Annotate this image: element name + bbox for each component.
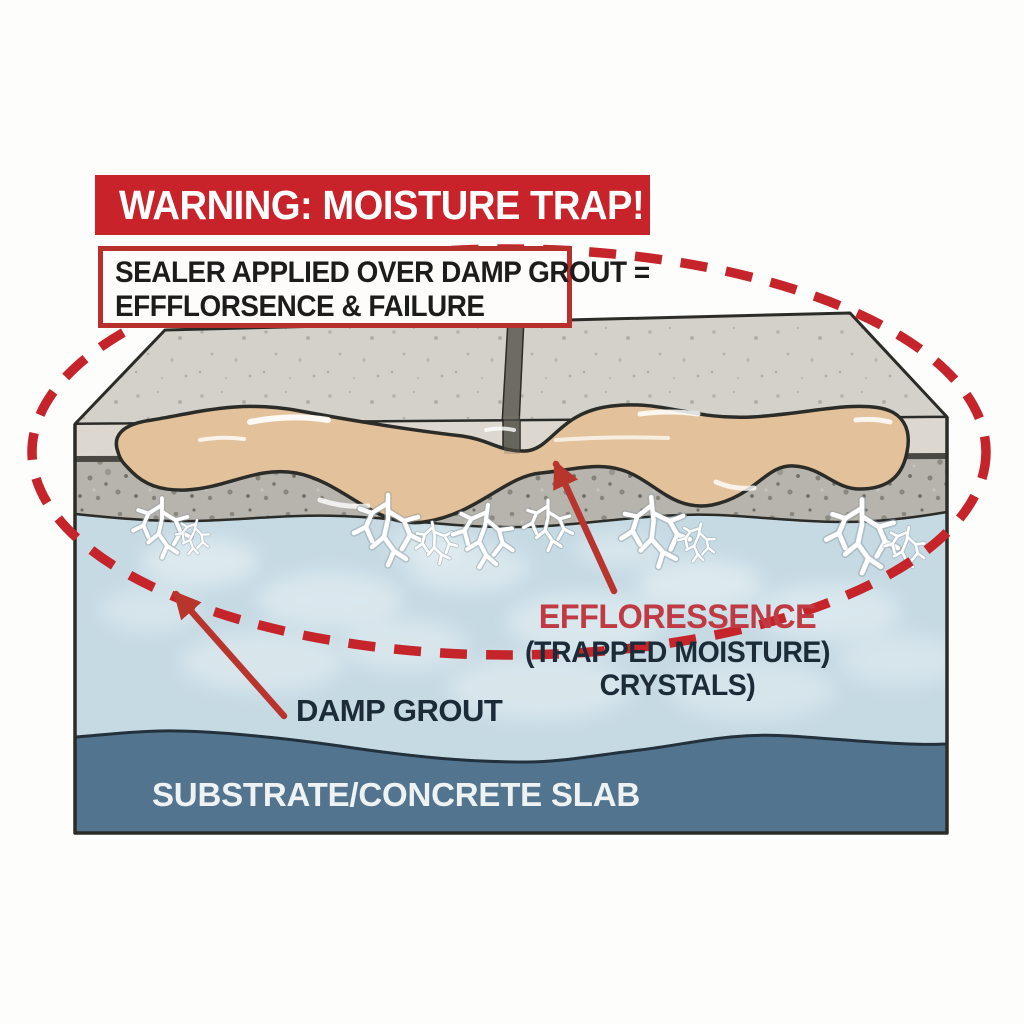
- warning-banner: WARNING: MOISTURE TRAP!: [95, 175, 650, 235]
- moisture-vapor-clouds: [100, 529, 947, 720]
- warning-note-box: SEALER APPLIED OVER DAMP GROUT = EFFFLOR…: [98, 246, 650, 328]
- warning-note-line1: SEALER APPLIED OVER DAMP GROUT =: [115, 256, 650, 289]
- efflorescence-label-line2: (TRAPPED MOISTURE): [525, 636, 830, 669]
- warning-banner-text: WARNING: MOISTURE TRAP!: [119, 181, 645, 228]
- substrate-label-text: SUBSTRATE/CONCRETE SLAB: [152, 776, 640, 813]
- damp-grout-label-text: DAMP GROUT: [296, 693, 503, 728]
- joint-shadow-through-sealer: [504, 416, 520, 454]
- sealer-coat: [114, 403, 910, 525]
- efflorescence-label-title: EFFLORESSENCE: [538, 598, 817, 636]
- damp-grout-arrow: [172, 590, 288, 720]
- slab-outline: [73, 417, 949, 835]
- substrate-layer: [73, 729, 949, 835]
- warning-note-line2: EFFFLORSENCE & FAILURE: [115, 290, 485, 323]
- sealer-highlights: [198, 409, 893, 509]
- damp-grout-label: DAMP GROUT: [296, 693, 503, 729]
- efflorescence-arrow: [552, 460, 618, 595]
- efflorescence-label-line3: CRYSTALS): [599, 669, 756, 702]
- efflorescence-label: EFFLORESSENCE (TRAPPED MOISTURE) CRYSTAL…: [495, 598, 860, 702]
- substrate-label: SUBSTRATE/CONCRETE SLAB: [152, 776, 640, 814]
